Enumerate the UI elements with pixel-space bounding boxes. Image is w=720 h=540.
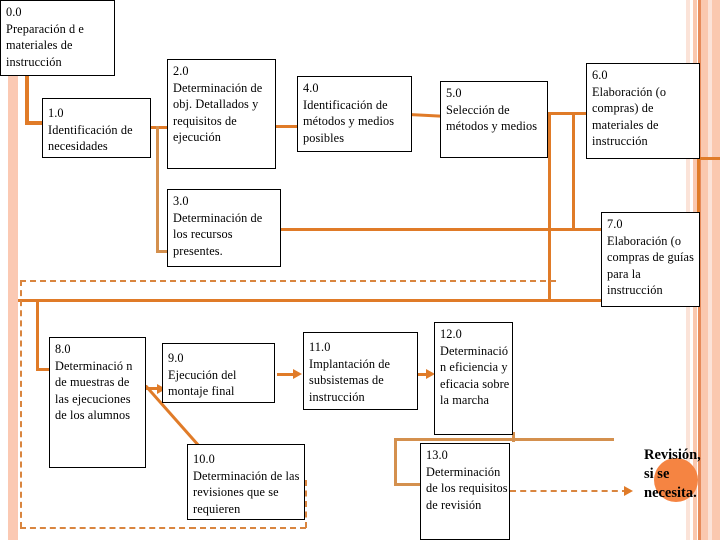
node-9[interactable]: 9.0 Ejecución del montaje final: [162, 343, 275, 403]
edge-12-to-13-vertical: [394, 438, 397, 486]
edge-11-to-12-arrowhead: [426, 369, 435, 379]
node-5-number: 5.0: [446, 86, 462, 100]
node-6-text: Elaboración (o compras) de materiales de…: [592, 84, 667, 149]
node-2-number: 2.0: [173, 64, 189, 78]
node-2[interactable]: 2.0 Determinación de obj. Detallados y r…: [167, 59, 276, 169]
node-9-text: Ejecución del montaje final: [168, 367, 237, 399]
node-12-text: Determinació n eficiencia y eficacia sob…: [440, 343, 510, 408]
node-8-text: Determinació n de muestras de las ejecuc…: [55, 358, 133, 423]
node-6[interactable]: 6.0 Elaboración (o compras) de materiale…: [586, 63, 700, 159]
edge-6-to-7-horizontal: [572, 228, 604, 231]
node-12-number: 12.0: [440, 327, 462, 341]
edge-12-right-drop: [512, 432, 515, 442]
revision-note-line-3: necesita.: [644, 485, 697, 501]
edge-1-to-3-horizontal: [156, 250, 174, 253]
edge-4-to-5: [408, 113, 444, 118]
edge-9-to-11: [277, 373, 295, 376]
feedback-left-dashed: [20, 280, 22, 528]
node-11-number: 11.0: [309, 340, 331, 354]
node-7-number: 7.0: [607, 217, 623, 231]
node-10-number: 10.0: [193, 452, 215, 466]
feedback-top-dashed: [20, 280, 556, 282]
revision-note-line-1: Revisión,: [644, 447, 701, 463]
edge-7-to-8-horizontal: [36, 368, 54, 371]
left-stripe: [8, 0, 18, 540]
node-1[interactable]: 1.0 Identificación de necesidades: [42, 98, 151, 158]
node-4-number: 4.0: [303, 81, 319, 95]
edge-5-column-drop: [548, 112, 551, 302]
edge-0-to-1-horizontal: [25, 121, 45, 125]
node-1-text: Identificación de necesidades: [48, 122, 133, 154]
revision-note-line-2: si se: [644, 466, 670, 482]
node-13-text: Determinación de los requisitos de revis…: [426, 464, 508, 512]
revision-blob: [654, 458, 698, 502]
node-4-text: Identificación de métodos y medios posib…: [303, 97, 395, 145]
edge-7-bottom-rail: [18, 299, 700, 302]
edge-2-to-4: [274, 125, 300, 128]
node-0-text: Preparación d e materiales de instrucció…: [6, 21, 84, 69]
edge-13-to-note-dashed: [510, 490, 628, 492]
node-5[interactable]: 5.0 Selección de métodos y medios: [440, 81, 548, 158]
edge-3-to-5-horizontal: [279, 228, 617, 231]
node-8-number: 8.0: [55, 342, 71, 356]
node-10-text: Determinación de las revisiones que se r…: [193, 468, 300, 516]
node-2-text: Determinación de obj. Detallados y requi…: [173, 80, 263, 145]
node-5-text: Selección de métodos y medios: [446, 102, 538, 134]
node-10[interactable]: 10.0 Determinación de las revisiones que…: [187, 444, 305, 520]
feedback-bottom-dashed: [20, 527, 195, 529]
edge-9-to-11-arrowhead: [293, 369, 302, 379]
edge-6-to-7-vertical: [572, 112, 575, 230]
edge-1-split-vertical: [156, 126, 159, 252]
node-8[interactable]: 8.0 Determinació n de muestras de las ej…: [49, 337, 146, 468]
node-13[interactable]: 13.0 Determinación de los requisitos de …: [420, 443, 510, 540]
edge-12-to-13-bottom: [394, 483, 422, 486]
node-3-number: 3.0: [173, 194, 189, 208]
node-0-number: 0.0: [6, 5, 22, 19]
edge-1-out-stub: [148, 126, 170, 129]
edge-7-rail-left-drop: [36, 299, 39, 371]
edge-13-to-note-arrowhead: [624, 486, 633, 496]
node-12[interactable]: 12.0 Determinació n eficiencia y eficaci…: [434, 322, 513, 435]
node-9-number: 9.0: [168, 351, 184, 365]
node-11-text: Implantación de subsistemas de instrucci…: [309, 356, 391, 404]
node-3-text: Determinación de los recursos presentes.: [173, 210, 263, 258]
feedback-right-dashed: [305, 480, 307, 528]
node-3[interactable]: 3.0 Determinación de los recursos presen…: [167, 189, 281, 267]
node-6-number: 6.0: [592, 68, 608, 82]
node-11[interactable]: 11.0 Implantación de subsistemas de inst…: [303, 332, 418, 410]
edge-8-to-9-arrowhead: [157, 384, 166, 394]
node-13-number: 13.0: [426, 448, 448, 462]
feedback-10-out-dashed: [190, 527, 306, 529]
edge-6-right-top: [699, 157, 720, 160]
edge-0-to-1-vertical: [25, 72, 29, 124]
node-1-number: 1.0: [48, 106, 64, 120]
edge-12-to-13-top: [394, 438, 614, 441]
node-4[interactable]: 4.0 Identificación de métodos y medios p…: [297, 76, 412, 152]
node-7[interactable]: 7.0 Elaboración (o compras de guías para…: [601, 212, 700, 307]
edge-8-to-9: [145, 387, 163, 390]
edge-11-to-12: [417, 373, 429, 376]
node-7-text: Elaboración (o compras de guías para la …: [607, 233, 694, 298]
edge-5-to-6: [546, 112, 590, 115]
revision-note: Revisión, si se necesita.: [644, 446, 720, 503]
node-0[interactable]: 0.0 Preparación d e materiales de instru…: [0, 0, 115, 76]
